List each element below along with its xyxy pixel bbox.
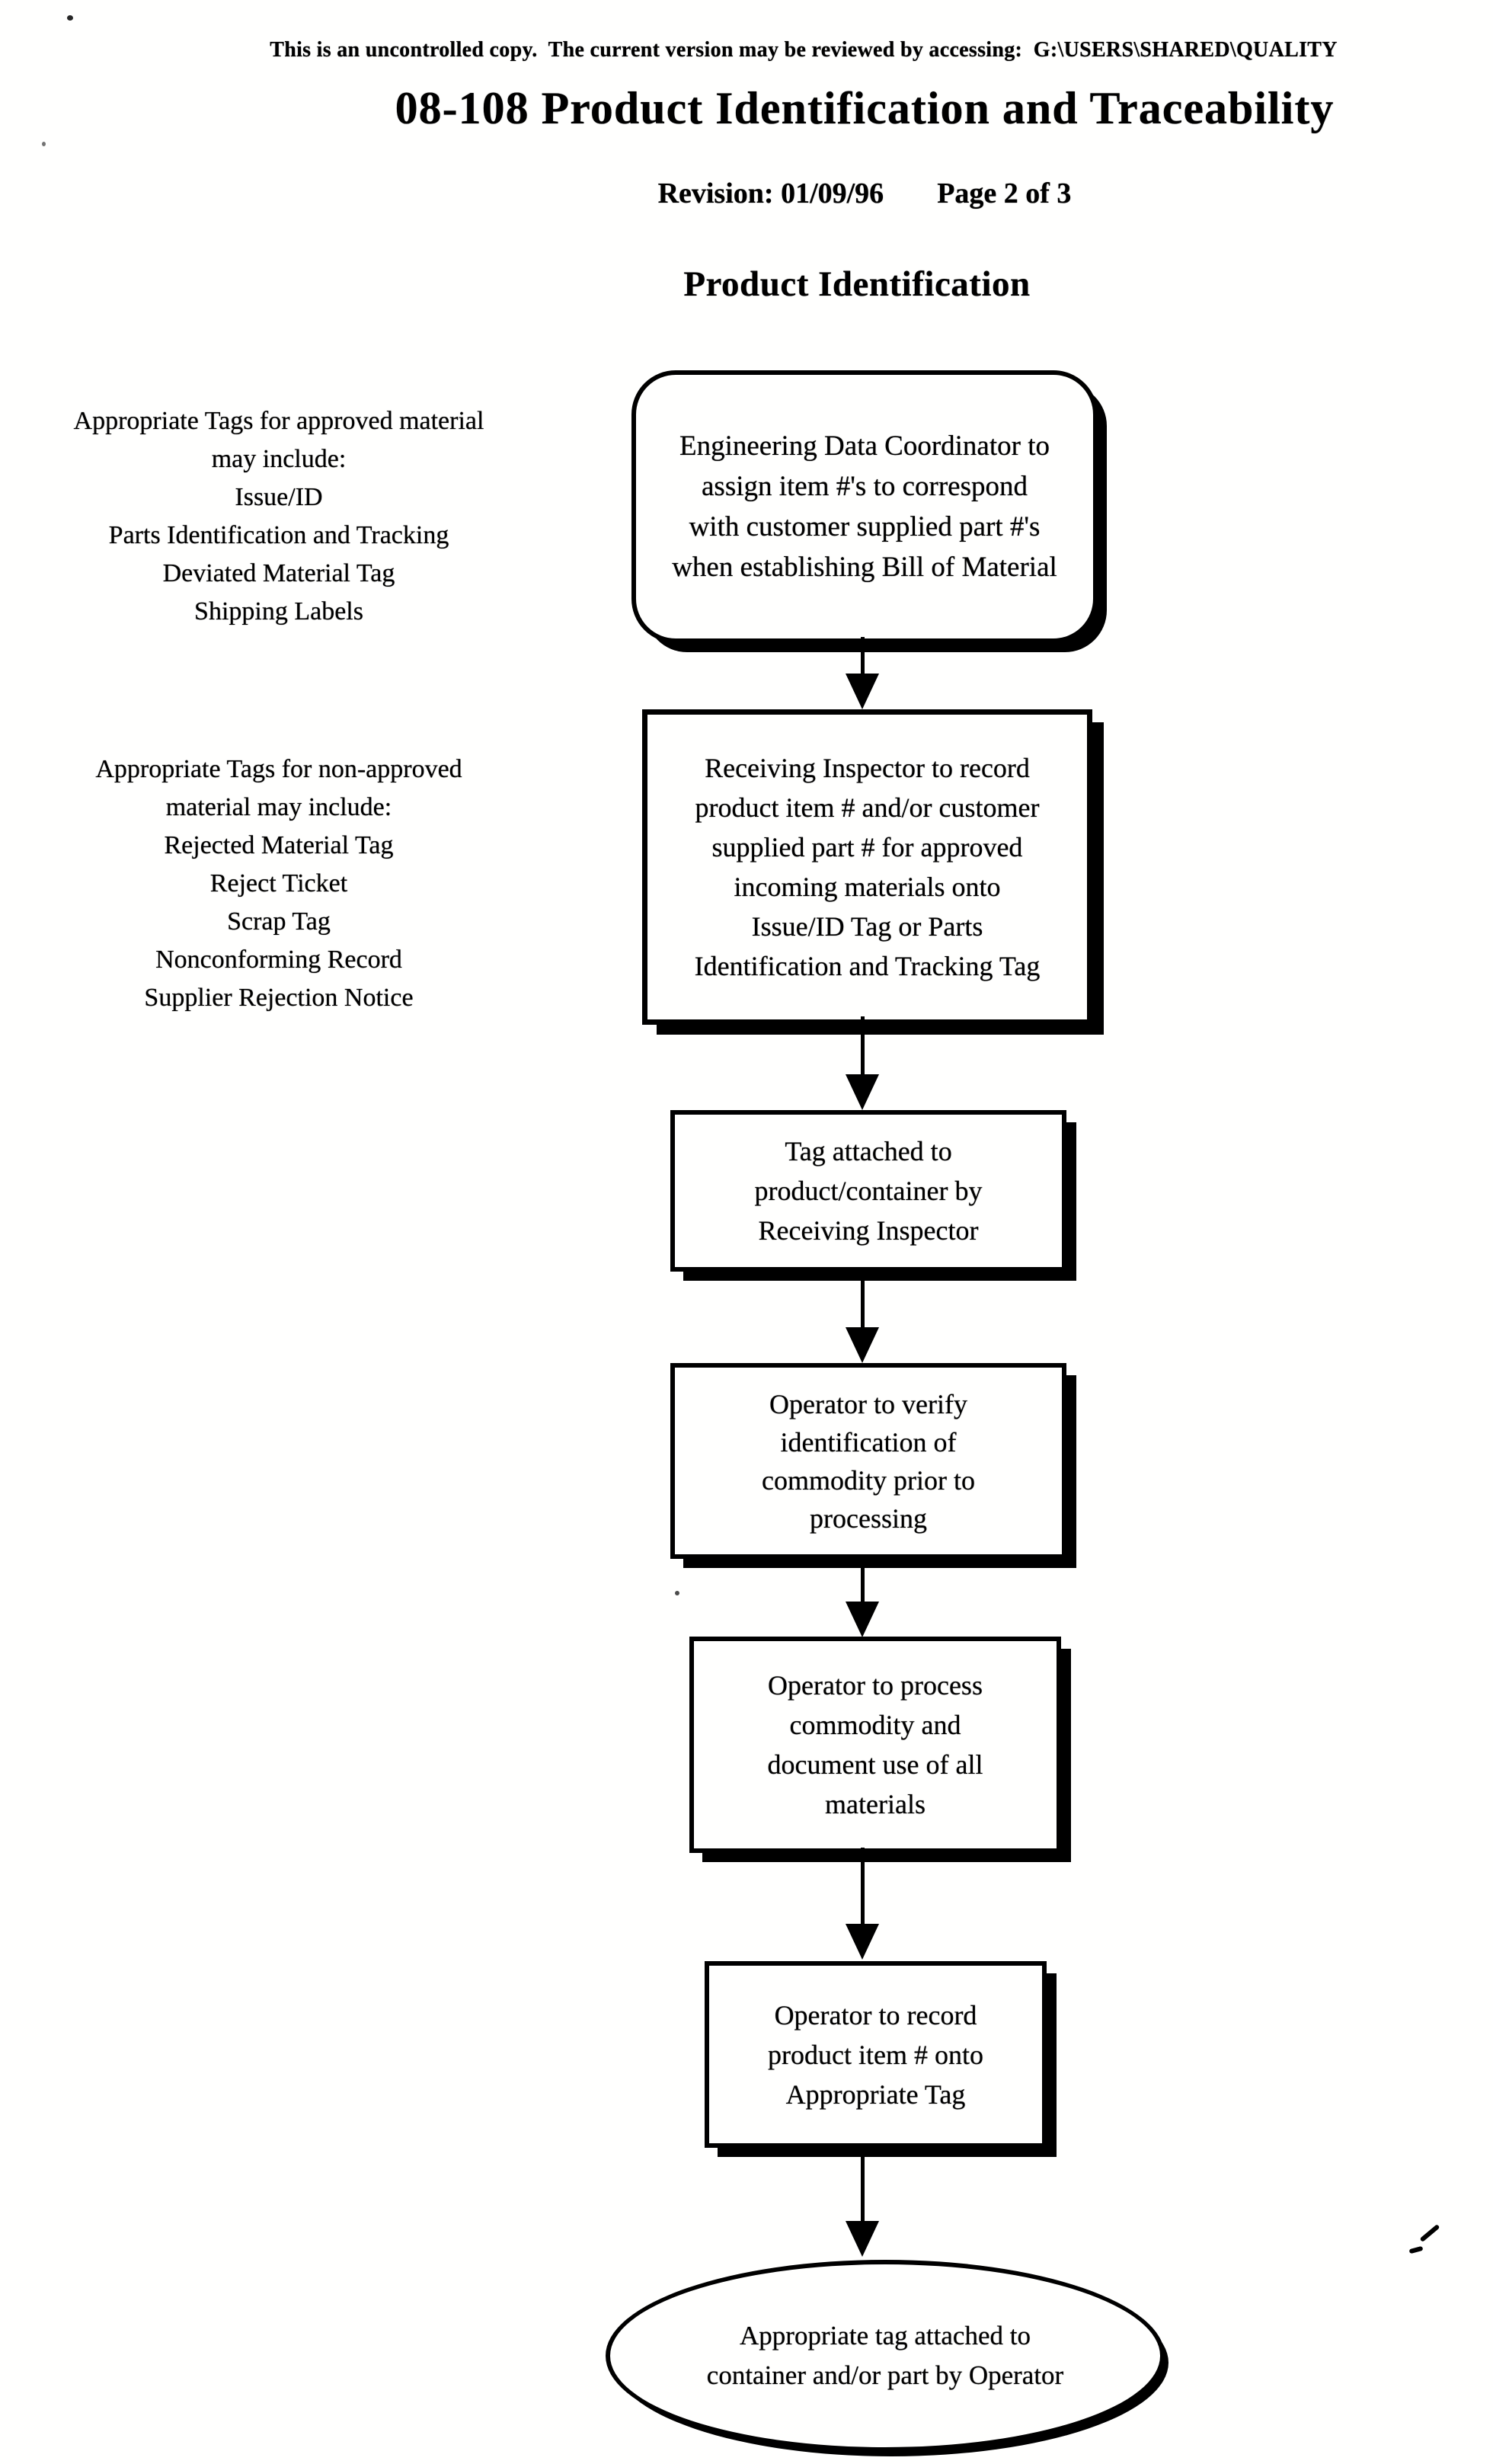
node-text-line: document use of all [767, 1749, 983, 1780]
note-line: Nonconforming Record [155, 946, 402, 974]
node-text-line: when establishing Bill of Material [672, 552, 1057, 583]
flow-node-tag-attached-by-operator: Appropriate tag attached to container an… [606, 2260, 1165, 2452]
scan-artifact-dot [67, 15, 73, 21]
node-text-line: supplied part # for approved [711, 832, 1023, 862]
revision-value: Revision: 01/09/96 [657, 178, 884, 210]
node-text-line: product item # and/or customer [695, 792, 1040, 823]
node-text-line: Tag attached to [785, 1136, 952, 1166]
section-heading: Product Identification [683, 264, 1031, 304]
arrow-shaft [860, 2145, 865, 2221]
arrow-down-icon [846, 1074, 879, 1110]
node-text-line: commodity and [789, 1710, 961, 1740]
node-text-line: product/container by [754, 1176, 983, 1206]
flow-node-operator-process-commodity: Operator to process commodity and docume… [689, 1637, 1061, 1853]
node-text-line: Identification and Tracking Tag [694, 951, 1041, 981]
note-line: Deviated Material Tag [162, 559, 395, 587]
arrow-down-icon [846, 1924, 879, 1960]
flow-arrow-5 [846, 1848, 879, 1960]
flow-arrow-6 [846, 2145, 879, 2257]
node-text-line: incoming materials onto [734, 872, 1001, 902]
node-text-line: Engineering Data Coordinator to [679, 430, 1050, 462]
node-text-line: Receiving Inspector to record [705, 753, 1030, 783]
scan-artifact-dot [42, 142, 46, 146]
arrow-down-icon [846, 1327, 879, 1363]
node-text-line: processing [810, 1502, 927, 1534]
page-number: Page 2 of 3 [937, 178, 1072, 210]
arrow-down-icon [846, 674, 879, 709]
note-approved-tags: Appropriate Tags for approved material m… [8, 402, 550, 631]
note-line: Reject Ticket [209, 869, 348, 898]
note-line: Scrap Tag [227, 907, 331, 936]
arrow-down-icon [846, 1602, 879, 1637]
node-text-line: container and/or part by Operator [706, 2360, 1064, 2390]
node-text-line: commodity prior to [762, 1464, 975, 1496]
node-text-line: with customer supplied part #'s [689, 511, 1041, 542]
arrow-shaft [860, 1016, 865, 1074]
node-text-line: Operator to verify [769, 1388, 967, 1419]
flow-node-tag-attached-by-inspector: Tag attached to product/container by Rec… [670, 1110, 1066, 1272]
flow-arrow-2 [846, 1016, 879, 1110]
node-text-line: assign item #'s to correspond [702, 471, 1028, 502]
scan-artifact-pen-mark [1419, 2224, 1440, 2242]
flow-node-receiving-inspector-record: Receiving Inspector to record product it… [642, 709, 1092, 1025]
note-line: Issue/ID [235, 483, 323, 511]
arrow-shaft [860, 637, 865, 674]
note-non-approved-tags: Appropriate Tags for non-approved materi… [8, 750, 550, 1017]
document-title: 08-108 Product Identification and Tracea… [395, 83, 1335, 133]
disclaimer-text: This is an uncontrolled copy. The curren… [270, 38, 1338, 62]
scan-artifact-dot [675, 1591, 679, 1595]
note-line: Appropriate Tags for non-approved [95, 755, 462, 783]
flow-node-engineering-data-coordinator: Engineering Data Coordinator to assign i… [631, 370, 1098, 643]
note-line: Rejected Material Tag [164, 831, 394, 859]
node-text-line: Appropriate Tag [785, 2078, 966, 2110]
arrow-shaft [860, 1554, 865, 1602]
node-text-line: identification of [780, 1426, 957, 1458]
flow-arrow-3 [846, 1268, 879, 1363]
node-text-line: Receiving Inspector [758, 1215, 979, 1246]
scan-artifact-pen-mark [1408, 2245, 1424, 2254]
arrow-shaft [860, 1268, 865, 1327]
note-line: may include: [211, 445, 347, 473]
flow-arrow-1 [846, 637, 879, 709]
note-line: material may include: [165, 793, 392, 821]
flow-arrow-4 [846, 1554, 879, 1637]
arrow-shaft [860, 1848, 865, 1924]
node-text-line: product item # onto [768, 2039, 983, 2070]
node-text-line: Operator to record [774, 1999, 977, 2030]
note-line: Appropriate Tags for approved material [73, 407, 484, 435]
revision-line: Revision: 01/09/96 Page 2 of 3 [236, 177, 1493, 210]
node-text-line: materials [825, 1789, 926, 1819]
node-text-line: Issue/ID Tag or Parts [751, 911, 983, 942]
flow-node-operator-verify-identification: Operator to verify identification of com… [670, 1363, 1066, 1559]
node-text-line: Operator to process [768, 1670, 983, 1701]
flow-node-operator-record-item: Operator to record product item # onto A… [705, 1961, 1047, 2148]
arrow-down-icon [846, 2221, 879, 2257]
node-text-line: Appropriate tag attached to [740, 2321, 1031, 2350]
note-line: Shipping Labels [194, 597, 363, 626]
note-line: Supplier Rejection Notice [144, 984, 414, 1012]
note-line: Parts Identification and Tracking [108, 521, 449, 549]
